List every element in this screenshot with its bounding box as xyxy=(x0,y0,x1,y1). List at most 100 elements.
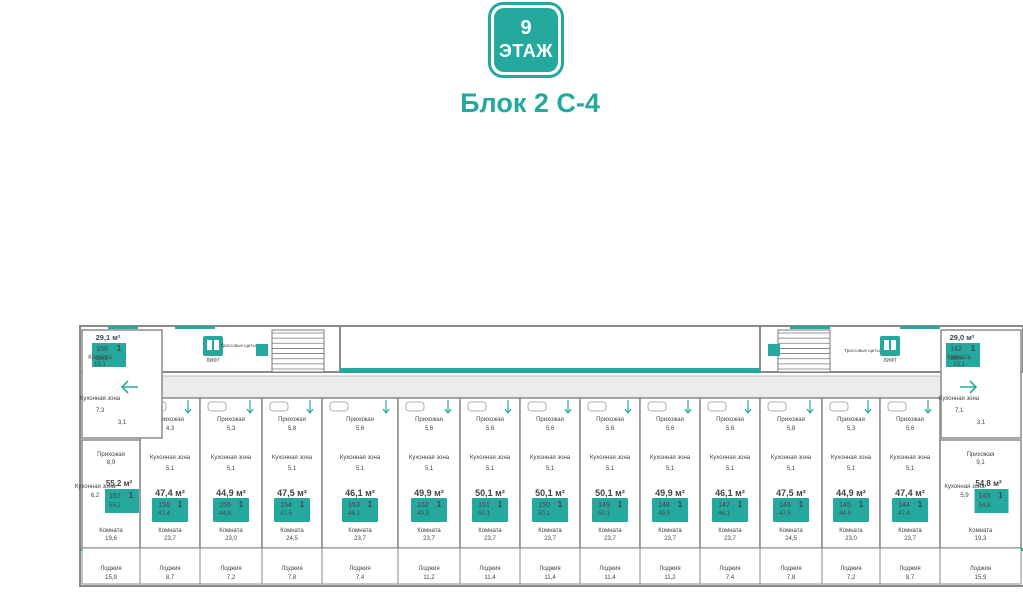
room-area: 23,7 xyxy=(904,536,916,542)
room-area: 23,7 xyxy=(354,536,366,542)
apartment-tag xyxy=(92,343,126,367)
kitchen-label: Кухонная зона xyxy=(710,455,751,461)
apartment-area: 54,8 м² xyxy=(975,479,1002,488)
kitchen-area: 5,1 xyxy=(666,466,675,472)
room-count: 1 xyxy=(368,500,373,509)
apartment-subarea: 50,1 xyxy=(538,511,550,517)
apartment-area: 47,4 м² xyxy=(895,488,925,498)
kitchen-label: Кухонная зона xyxy=(80,396,121,402)
hall-area: 5,6 xyxy=(356,426,365,432)
loggia-area: 7,4 xyxy=(726,575,735,581)
apartment-number: 149 xyxy=(598,502,610,509)
hall-area: 5,8 xyxy=(787,426,796,432)
floor-number: 9 xyxy=(520,17,532,39)
apartment-143 xyxy=(939,439,1022,585)
room-area: 15,1 xyxy=(94,362,106,368)
entry-arrow-head xyxy=(924,408,932,414)
hall-area: 5,8 xyxy=(288,426,297,432)
kitchen-area: 5,1 xyxy=(726,466,735,472)
facade-accent xyxy=(790,326,830,329)
hall-area: 5,6 xyxy=(425,426,434,432)
kitchen-label: Кухонная зона xyxy=(470,455,511,461)
loggia-outline xyxy=(81,547,141,585)
apartment-subarea: 47,4 xyxy=(898,511,910,517)
facade-accent-top xyxy=(340,368,760,373)
kitchen-area: 5,1 xyxy=(227,466,236,472)
hall-area: 5,6 xyxy=(546,426,555,432)
kitchen-area: 7,3 xyxy=(96,408,105,414)
apartment-147 xyxy=(699,397,761,585)
entry-arrow-head xyxy=(864,408,872,414)
apartment-subarea: 29,1 xyxy=(96,356,108,362)
apartment-subarea: 46,1 xyxy=(718,511,730,517)
hall-label: Прихожая xyxy=(596,417,624,423)
apartment-area: 49,9 м² xyxy=(655,488,685,498)
room-label: Комната xyxy=(598,528,622,534)
kitchen-label: Кухонная зона xyxy=(831,455,872,461)
room-label: Комната xyxy=(478,528,502,534)
apartment-number: 153 xyxy=(348,502,360,509)
bathtub xyxy=(829,401,849,412)
apartment-area: 29,0 м² xyxy=(950,333,975,342)
loggia-label: Лоджия xyxy=(840,566,861,572)
bath-area: 3,1 xyxy=(118,420,127,426)
stairwell-left xyxy=(271,329,325,373)
loggia-label: Лоджия xyxy=(281,566,302,572)
room-label: Комната xyxy=(779,528,803,534)
trash-icon xyxy=(768,344,780,356)
loggia-outline xyxy=(519,547,581,585)
apartment-subarea: 49,9 xyxy=(417,511,429,517)
apartment-tag xyxy=(213,498,249,522)
apartment-number: 155 xyxy=(219,502,231,509)
kitchen-area: 5,1 xyxy=(486,466,495,472)
bathtub xyxy=(587,401,607,412)
apartment-subarea: 29,0 xyxy=(950,356,962,362)
loggia-outline xyxy=(139,547,201,585)
entry-arrow-head xyxy=(382,408,390,414)
apartment-144 xyxy=(879,397,941,585)
hall-label: Прихожая xyxy=(837,417,865,423)
trash-icon xyxy=(256,344,268,356)
hall-label: Прихожая xyxy=(656,417,684,423)
room-count: 1 xyxy=(239,500,244,509)
apartment-number: 146 xyxy=(779,502,791,509)
loggia-label: Лоджия xyxy=(970,566,991,572)
bathtub xyxy=(207,401,227,412)
apartment-150 xyxy=(519,397,581,585)
bathtub xyxy=(467,401,487,412)
room-count: 1 xyxy=(918,500,923,509)
floor-label: ЭТАЖ xyxy=(499,41,553,61)
apartment-outline xyxy=(321,397,399,549)
apartment-area: 47,5 м² xyxy=(277,488,307,498)
room-count: 1 xyxy=(117,344,122,353)
loggia-outline xyxy=(699,547,761,585)
room-label: Комната xyxy=(280,528,304,534)
loggia-outline xyxy=(397,547,461,585)
loggia-label: Лоджия xyxy=(719,566,740,572)
facade-accent xyxy=(900,326,940,329)
hall-label: Прихожая xyxy=(896,417,924,423)
right-wing xyxy=(759,325,1023,373)
room-label: Комната xyxy=(99,528,123,534)
apartment-area: 50,1 м² xyxy=(595,488,625,498)
loggia-outline xyxy=(759,547,823,585)
room-label: Комната xyxy=(898,528,922,534)
apartment-subarea: 47,4 xyxy=(158,511,170,517)
apartment-148 xyxy=(639,397,701,585)
room-area: 23,0 xyxy=(845,536,857,542)
room-label: Комната xyxy=(658,528,682,534)
apartment-area: 29,1 м² xyxy=(96,333,121,342)
room-label: Комната xyxy=(538,528,562,534)
apartment-area: 50,1 м² xyxy=(475,488,505,498)
kitchen-label: Кухонная зона xyxy=(650,455,691,461)
loggia-area: 7,2 xyxy=(227,575,236,581)
loggia-label: Лоджия xyxy=(100,566,121,572)
apartment-subarea: 47,5 xyxy=(280,511,292,517)
stairwell-right xyxy=(777,329,831,373)
hall-area: 9,1 xyxy=(976,460,985,466)
loggia-outline xyxy=(639,547,701,585)
bathtub xyxy=(767,401,787,412)
apartment-tag xyxy=(833,498,869,522)
room-label: Комната xyxy=(417,528,441,534)
hall-label: Прихожая xyxy=(967,452,995,458)
